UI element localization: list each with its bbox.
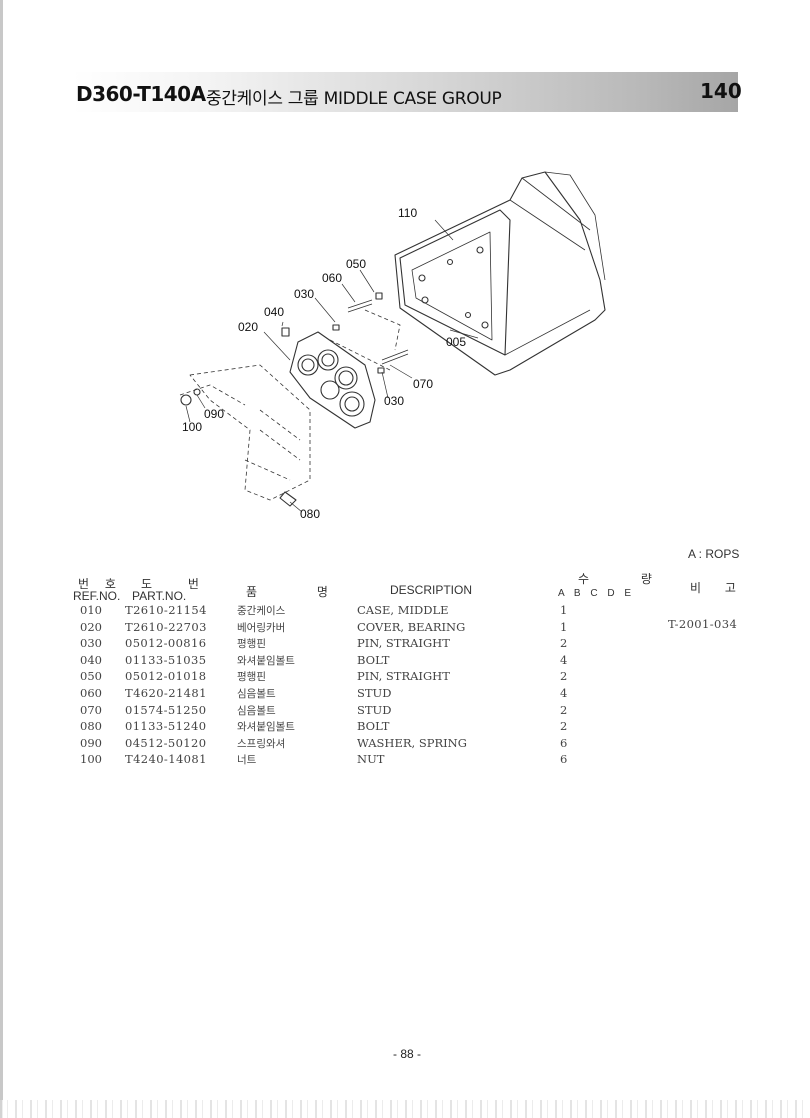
part-no: T4240-14081 — [125, 752, 207, 767]
header-part-en: PART.NO. — [132, 589, 187, 603]
exploded-parts-diagram: 110 050 060 030 040 020 005 070 030 090 … — [150, 160, 630, 530]
middle-case-shape — [394, 171, 606, 376]
quantity: 1 — [560, 603, 568, 617]
quantity: 1 — [560, 619, 568, 634]
part-no: 01574-51250 — [125, 702, 207, 717]
part-name-ko: 평행핀 — [237, 638, 266, 651]
description: CASE, MIDDLE — [357, 603, 449, 617]
header-remarks-ko: 비 고 — [690, 581, 746, 595]
ref-no: 050 — [80, 669, 102, 684]
part-name-ko: 중간케이스 — [237, 605, 286, 617]
model-code: D360-T140A — [76, 82, 206, 106]
scan-artifact — [0, 1100, 810, 1118]
part-name-ko: 평행핀 — [237, 671, 266, 684]
ref-no: 080 — [80, 719, 102, 734]
quantity: 4 — [560, 685, 568, 700]
group-title: 중간케이스 그룹 MIDDLE CASE GROUP — [206, 89, 502, 109]
table-row: 050 05012-01018 평행핀 PIN, STRAIGHT 2 — [0, 669, 810, 686]
table-row: 100 T4240-14081 너트 NUT 6 — [0, 752, 810, 769]
header-description: DESCRIPTION — [390, 583, 473, 597]
table-row: 030 05012-00816 평행핀 PIN, STRAIGHT 2 — [0, 636, 810, 653]
description: PIN, STRAIGHT — [357, 636, 450, 651]
bearing-cover-shape — [289, 331, 376, 429]
callout-050: 050 — [346, 257, 366, 271]
quantity: 2 — [560, 719, 568, 734]
table-row: 010 T2610-21154 중간케이스 CASE, MIDDLE 1 T-2… — [0, 603, 810, 631]
remarks: T-2001-034 — [668, 617, 738, 631]
ref-no: 100 — [80, 752, 102, 767]
part-no: 05012-01018 — [125, 669, 207, 684]
table-row: 070 01574-51250 심음볼트 STUD 2 — [0, 703, 810, 720]
description: WASHER, SPRING — [357, 735, 467, 750]
ref-no: 020 — [80, 619, 102, 634]
ref-no: 060 — [80, 685, 102, 700]
table-row: 060 T4620-21481 심음볼트 STUD 4 — [0, 686, 810, 703]
table-row: 040 01133-51035 와셔붙임볼트 BOLT 4 — [0, 653, 810, 670]
parts-table: 010 T2610-21154 중간케이스 CASE, MIDDLE 1 T-2… — [0, 603, 810, 769]
header-qty-columns: A B C D E — [558, 588, 632, 599]
part-name-ko: 심음볼트 — [237, 704, 276, 717]
description: BOLT — [357, 652, 390, 667]
quantity: 2 — [560, 702, 568, 717]
table-row: 080 01133-51240 와셔붙임볼트 BOLT 2 — [0, 719, 810, 736]
quantity: 6 — [560, 735, 568, 750]
header-name-ko: 품 명 — [246, 585, 356, 599]
page-edge — [0, 0, 3, 1118]
legend-rops: A : ROPS — [688, 547, 740, 561]
part-no: T4620-21481 — [125, 685, 207, 700]
quantity: 4 — [560, 652, 568, 667]
ref-no: 070 — [80, 702, 102, 717]
part-name-ko: 베어링카버 — [237, 621, 286, 634]
table-row: 090 04512-50120 스프링와셔 WASHER, SPRING 6 — [0, 736, 810, 753]
callout-070: 070 — [413, 377, 433, 391]
ref-no: 010 — [80, 603, 102, 617]
quantity: 2 — [560, 636, 568, 651]
part-name-ko: 와셔붙임볼트 — [237, 654, 295, 667]
callout-060: 060 — [322, 271, 342, 285]
part-no: 01133-51240 — [125, 719, 207, 734]
ref-no: 030 — [80, 636, 102, 651]
part-name-ko: 와셔붙임볼트 — [237, 721, 295, 734]
part-no: T2610-21154 — [125, 603, 207, 617]
description: STUD — [357, 685, 392, 700]
part-name-ko: 너트 — [237, 754, 257, 767]
callout-110: 110 — [398, 206, 417, 220]
ref-no: 040 — [80, 652, 102, 667]
header-bar — [72, 72, 738, 112]
header-qty-ko: 수 량 — [578, 572, 676, 586]
part-name-ko: 스프링와셔 — [237, 737, 286, 750]
description: PIN, STRAIGHT — [357, 669, 450, 684]
quantity: 6 — [560, 752, 568, 767]
header-ref-en: REF.NO. — [73, 589, 121, 603]
group-number: 140 — [700, 79, 742, 103]
callout-080: 080 — [300, 507, 320, 521]
header-part-ko: 도 번 — [141, 577, 215, 591]
part-no: 05012-00816 — [125, 636, 207, 651]
callout-005: 005 — [446, 335, 466, 349]
description: STUD — [357, 702, 392, 717]
part-name-ko: 심음볼트 — [237, 687, 276, 700]
description: NUT — [357, 752, 385, 767]
callout-020: 020 — [238, 320, 258, 334]
description: COVER, BEARING — [357, 619, 466, 634]
callout-040: 040 — [264, 305, 284, 319]
part-no: 04512-50120 — [125, 735, 207, 750]
table-row: 020 T2610-22703 베어링카버 COVER, BEARING 1 — [0, 620, 810, 637]
ref-no: 090 — [80, 735, 102, 750]
header-ref-ko: 번 호 — [78, 577, 122, 591]
quantity: 2 — [560, 669, 568, 684]
page-number: - 88 - — [393, 1047, 422, 1061]
callout-090: 090 — [204, 407, 224, 421]
description: BOLT — [357, 719, 390, 734]
parts-drawing: 110 050 060 030 040 020 005 070 030 090 … — [179, 171, 606, 521]
callout-030-upper: 030 — [294, 287, 314, 301]
callout-100: 100 — [182, 420, 202, 434]
callout-030-lower: 030 — [384, 394, 404, 408]
part-no: T2610-22703 — [125, 619, 207, 634]
part-no: 01133-51035 — [125, 652, 207, 667]
